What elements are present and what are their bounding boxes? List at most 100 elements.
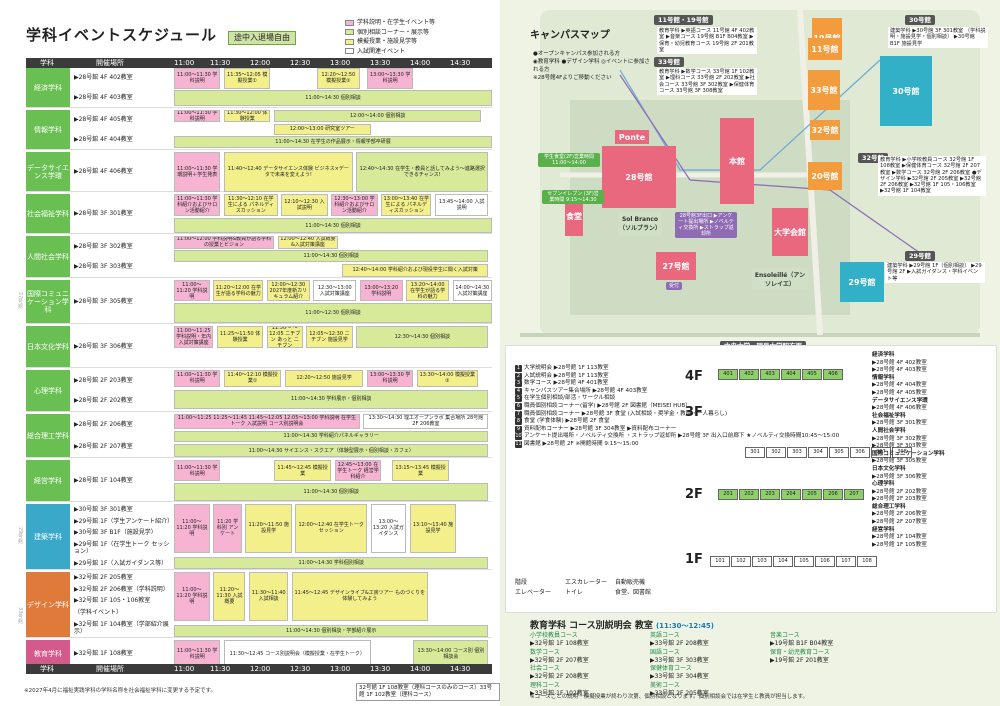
room[interactable]: 105 bbox=[794, 556, 814, 567]
dept-name: 人間社会学科 bbox=[26, 236, 70, 277]
legend-item: 模擬授業・施設見学等 bbox=[345, 37, 495, 47]
course-item: 英語コース bbox=[650, 632, 680, 639]
room[interactable]: 103 bbox=[752, 556, 772, 567]
dept-name: 国際コミュニケーション学科 bbox=[26, 280, 70, 323]
room[interactable]: 204 bbox=[781, 489, 801, 500]
event-slot: 13:00〜13:40 在学生による パネルディスカッション bbox=[381, 194, 432, 216]
dept-rooms: ▶28号館 3F 306教室 bbox=[70, 326, 174, 367]
room[interactable]: 302 bbox=[766, 447, 786, 458]
dept-list-item: ▶28号館 2F 207教室 bbox=[872, 519, 927, 526]
dept-list-item: ▶28号館 3F 301教室 bbox=[872, 420, 927, 427]
time-header-bottom: 学科 開催場所 11:00 11:30 12:00 12:30 13:00 13… bbox=[26, 664, 492, 674]
room[interactable]: 301 bbox=[745, 447, 765, 458]
header-1300: 13:00 bbox=[330, 59, 351, 67]
building[interactable]: Ensoleillé（アンソレイエ） bbox=[752, 268, 808, 290]
dept-list-item: ▶28号館 4F 406教室 bbox=[872, 405, 927, 412]
building[interactable]: 本館 bbox=[720, 118, 754, 204]
building[interactable]: 30号館 bbox=[880, 56, 932, 126]
dept-list-item: ▶28号館 4F 404教室 bbox=[872, 382, 927, 389]
room[interactable]: 402 bbox=[739, 369, 759, 380]
dept-list-item: ▶28号館 3F 303教室 bbox=[872, 443, 927, 450]
room[interactable]: 401 bbox=[718, 369, 738, 380]
dept-list-item: データサイエンス学環 bbox=[872, 397, 928, 404]
building[interactable]: 20号館 bbox=[808, 162, 842, 190]
event-slot: 12:40〜14:00 学科紹介および現役学生に聞く入試対策 bbox=[341, 263, 489, 278]
course-item: 社会コース bbox=[530, 665, 560, 673]
room[interactable]: 206 bbox=[823, 489, 843, 500]
room[interactable]: 203 bbox=[760, 489, 780, 500]
map-callout: 28号館3F出口 ▶アンケート提出場所 ▶ノベルティ交換所 ▶ストラップ返却所 bbox=[675, 212, 737, 238]
event-slot: 11:00〜11:30 学科説明 bbox=[174, 460, 221, 481]
course-item: ▶33号館 3F 304教室 bbox=[650, 673, 709, 681]
room[interactable]: 303 bbox=[787, 447, 807, 458]
room[interactable]: 306 bbox=[850, 447, 870, 458]
event-slot: 11:00〜14:30 個別相談 bbox=[174, 250, 489, 263]
room[interactable]: 107 bbox=[836, 556, 856, 567]
room[interactable]: 106 bbox=[815, 556, 835, 567]
event-slot: 11:40〜12:10 模擬授業① bbox=[224, 370, 282, 387]
event-slot: 13:00〜13:20 学科説明 bbox=[359, 280, 403, 302]
room[interactable]: 207 bbox=[844, 489, 864, 500]
building[interactable]: 27号館 bbox=[656, 252, 696, 280]
room[interactable]: 404 bbox=[781, 369, 801, 380]
room[interactable]: 406 bbox=[823, 369, 843, 380]
building-label: 11号館・19号館 bbox=[654, 15, 713, 25]
header-1200: 12:00 bbox=[250, 665, 271, 673]
room[interactable]: 104 bbox=[773, 556, 793, 567]
room[interactable]: 202 bbox=[739, 489, 759, 500]
room[interactable]: 403 bbox=[760, 369, 780, 380]
building[interactable]: 28号館 bbox=[602, 146, 676, 208]
legend-label: 入試関連イベント bbox=[357, 47, 406, 55]
building[interactable]: 11号館 bbox=[808, 38, 842, 60]
room[interactable]: 101 bbox=[710, 556, 730, 567]
room-label: ▶29号館 1F（入試ガイダンス等） bbox=[74, 559, 168, 567]
room[interactable]: 201 bbox=[718, 489, 738, 500]
building[interactable]: 33号館 bbox=[808, 70, 840, 110]
building[interactable]: Sol Branco（ソルブラン） bbox=[618, 212, 662, 236]
event-slot: 11:00〜11:25 11:25〜11:45 11:45〜12:05 12:0… bbox=[174, 414, 360, 429]
building[interactable]: Ponte bbox=[615, 130, 649, 144]
header-1430: 14:30 bbox=[450, 59, 471, 67]
header-1330: 13:30 bbox=[370, 665, 391, 673]
room[interactable]: 102 bbox=[731, 556, 751, 567]
event-slot: 11:30〜12:00 体験授業 bbox=[224, 110, 271, 122]
building[interactable]: 29号館 bbox=[840, 262, 884, 302]
legend-text: 数学コース ▶28号館 4F 401教室 bbox=[524, 380, 609, 387]
event-slot: 13:45〜14:00 入試説明 bbox=[434, 194, 489, 216]
map-legend-item: ◉教育学科 ●デザイン学科 ◎イベントに参加される方 bbox=[533, 59, 650, 73]
room[interactable]: 108 bbox=[857, 556, 877, 567]
dept-rooms: ▶28号館 3F 302教室▶28号館 3F 303教室 bbox=[70, 236, 174, 277]
event-slot: 11:25〜11:50 体験授業 bbox=[216, 326, 264, 348]
room[interactable]: 205 bbox=[802, 489, 822, 500]
room[interactable]: 308 bbox=[892, 447, 912, 458]
event-slot: 12:20〜12:50 施設見学 bbox=[284, 370, 364, 387]
room[interactable]: 305 bbox=[829, 447, 849, 458]
building[interactable]: 32号館 bbox=[810, 120, 840, 140]
room[interactable]: 307 bbox=[871, 447, 891, 458]
building[interactable]: 食堂 bbox=[565, 196, 583, 236]
legend-number-icon: 11 bbox=[515, 440, 522, 448]
legend-text: キャンパスツアー集合場所 ▶28号館 4F 403教室 bbox=[524, 387, 648, 394]
event-slot: 11:00〜14:30 個別相談・学部紹介展示 bbox=[174, 624, 489, 637]
building-info: 建築学科 ▶30号館 3F 301教室 （学科説明・施設見学・個別相談） ▶30… bbox=[888, 27, 988, 48]
room[interactable]: 304 bbox=[808, 447, 828, 458]
floorplan-key: エレベーター bbox=[515, 589, 552, 596]
room-label: ▶28号館 3F 303教室 bbox=[74, 263, 133, 271]
header-1230: 12:30 bbox=[290, 665, 311, 673]
legend-number-icon: 5 bbox=[515, 395, 522, 403]
event-slot: 11:00〜11:25 学科説明・年内入試対策講座 bbox=[174, 326, 214, 348]
map-legend-item: ●オープンキャンパス参加される方 bbox=[533, 51, 620, 57]
dept-list-item: ▶28号館 2F 206教室 bbox=[872, 511, 927, 518]
event-slot: 11:00〜11:30 学科説明 bbox=[174, 110, 221, 122]
building[interactable]: 大学会館 bbox=[772, 208, 808, 256]
room[interactable]: 405 bbox=[802, 369, 822, 380]
legend-swatch bbox=[345, 38, 354, 45]
